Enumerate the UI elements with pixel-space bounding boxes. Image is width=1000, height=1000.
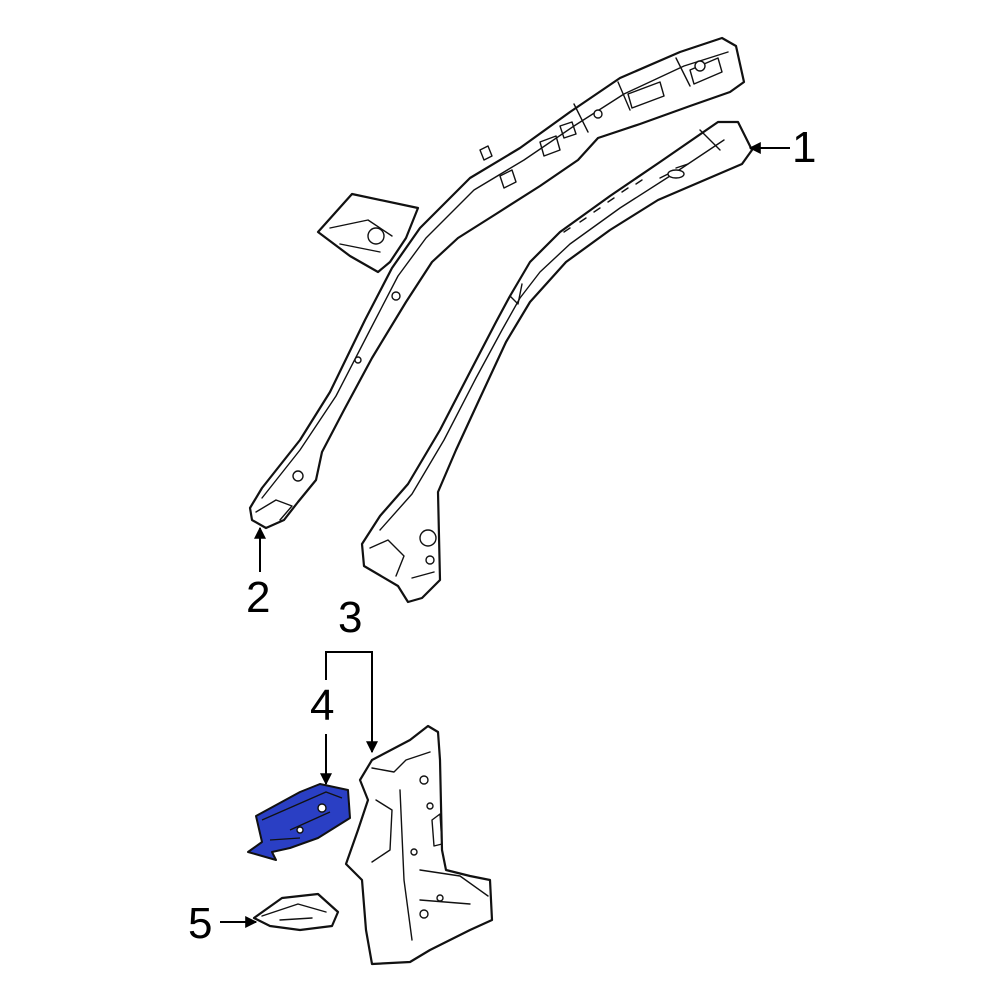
part-4-reinforcement[interactable] [247,783,351,861]
part-2-front-pillar-roof-rail[interactable] [248,36,746,530]
callout-2: 2 [246,573,270,622]
leader-lines [220,142,790,928]
part-1-inner-pillar-roof-rail[interactable] [360,120,754,604]
part-5-bracket[interactable] [252,892,340,932]
callout-4: 4 [310,681,334,730]
part-3-center-pillar[interactable] [344,724,494,966]
callout-labels: 1 2 3 4 5 [188,123,816,948]
callout-1: 1 [792,123,816,172]
callout-3: 3 [338,593,362,642]
callout-5: 5 [188,899,212,948]
